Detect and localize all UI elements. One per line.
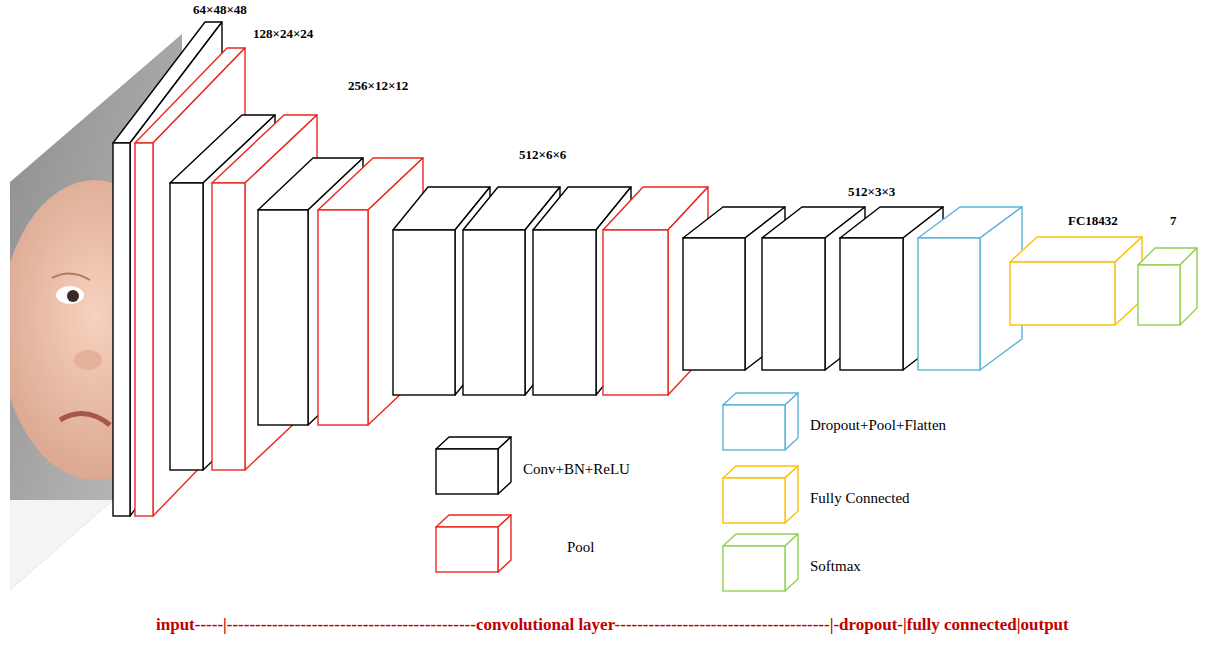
- dropout-block: [918, 207, 1022, 370]
- box-front: [212, 183, 245, 470]
- box-front: [113, 143, 130, 516]
- box-front: [170, 183, 203, 470]
- dimension-label: 64×48×48: [193, 3, 247, 18]
- box-side: [498, 437, 511, 494]
- box-front: [436, 449, 498, 494]
- box-side: [153, 48, 245, 516]
- shirt: [0, 500, 200, 620]
- box-front: [318, 210, 368, 425]
- legend-cuboid: [723, 393, 798, 450]
- box-front: [840, 238, 903, 370]
- box-side: [498, 515, 511, 572]
- box-front: [723, 546, 785, 591]
- legend-cuboid: [723, 534, 798, 591]
- box-front: [533, 230, 596, 395]
- mouth: [60, 414, 110, 425]
- legend-cuboid: [436, 515, 511, 572]
- legend-cuboid: [723, 466, 798, 523]
- legend-swatch: [722, 465, 802, 527]
- legend-cuboid: [436, 437, 511, 494]
- legend-text: Conv+BN+ReLU: [523, 460, 630, 478]
- legend-text: Dropout+Pool+Flatten: [810, 416, 946, 434]
- dimension-label: 128×24×24: [253, 27, 313, 42]
- pupil: [67, 290, 79, 302]
- fc-block: [1010, 237, 1142, 325]
- section-label: input-----|-----------------------------…: [156, 615, 1069, 635]
- box-front: [723, 405, 785, 450]
- box-front: [683, 238, 745, 370]
- box-front: [918, 238, 980, 370]
- dimension-label: FC18432: [1068, 214, 1118, 229]
- legend-swatch: [435, 436, 515, 498]
- box-front: [436, 527, 498, 572]
- box-front: [393, 230, 455, 395]
- dimension-label: 7: [1170, 214, 1177, 229]
- box-front: [258, 210, 308, 425]
- pool-block: [135, 48, 245, 516]
- eye: [56, 286, 84, 304]
- legend-swatch: [435, 514, 515, 576]
- box-front: [1138, 265, 1180, 325]
- legend-text: Fully Connected: [810, 489, 910, 507]
- nose: [74, 350, 102, 370]
- box-side: [1180, 248, 1197, 325]
- box-front: [135, 143, 153, 516]
- legend-text: Softmax: [810, 557, 861, 575]
- box-front: [1010, 262, 1115, 325]
- dimension-label: 512×6×6: [519, 148, 566, 163]
- dimension-label: 512×3×3: [848, 185, 895, 200]
- box-front: [723, 478, 785, 523]
- box-front: [463, 230, 525, 395]
- legend-swatch: [722, 533, 802, 595]
- box-side: [785, 393, 798, 450]
- dimension-label: 256×12×12: [348, 79, 408, 94]
- box-front: [603, 230, 668, 395]
- legend-text: Pool: [567, 538, 595, 556]
- box-front: [762, 238, 825, 370]
- softmax-block: [1138, 248, 1197, 325]
- box-side: [785, 534, 798, 591]
- box-side: [785, 466, 798, 523]
- brow: [52, 273, 90, 280]
- legend-swatch: [722, 392, 802, 454]
